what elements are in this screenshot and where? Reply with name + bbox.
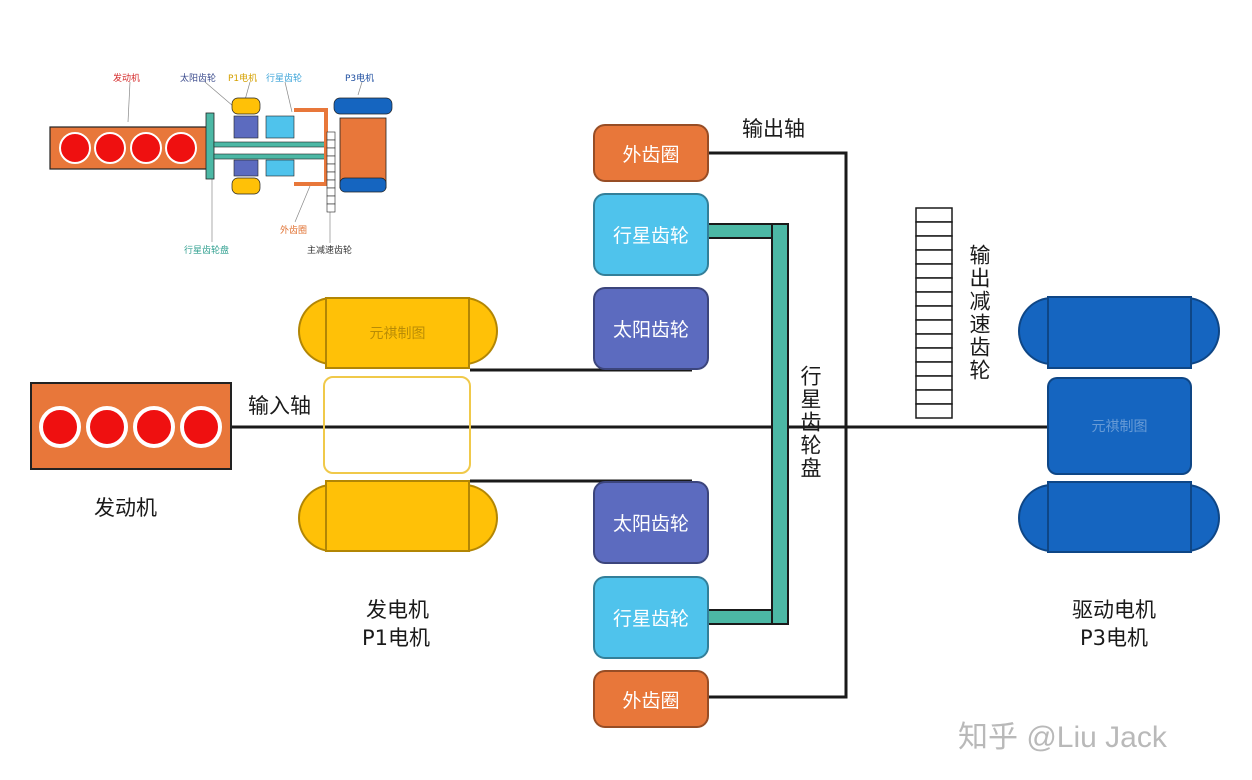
inset-label-main-reducer: 主减速齿轮 xyxy=(307,246,353,256)
watermark-text-motor: 元祺制图 xyxy=(1091,419,1148,435)
planet-gear-bottom-label: 行星齿轮 xyxy=(612,608,689,630)
output-shaft-label: 输出轴 xyxy=(742,117,805,141)
sun-gear-bottom-icon: 太阳齿轮 xyxy=(593,481,709,564)
reduction-gear-icon xyxy=(915,207,953,419)
input-shaft-label: 输入轴 xyxy=(248,394,311,418)
sun-gear-top-icon: 太阳齿轮 xyxy=(593,287,709,370)
watermark-text: 元祺制图 xyxy=(369,326,426,342)
inset-label-ring-gear: 外齿圈 xyxy=(280,226,308,236)
inset-drawing xyxy=(49,81,393,243)
inset-label-p3-motor: P3电机 xyxy=(345,74,375,84)
sun-gear-bottom-label: 太阳齿轮 xyxy=(612,513,689,535)
engine-icon xyxy=(30,382,232,470)
ring-gear-bottom-icon: 外齿圈 xyxy=(593,670,709,728)
attribution-watermark: 知乎 @Liu Jack xyxy=(958,721,1167,754)
planet-carrier-label: 行星齿轮盘 xyxy=(798,365,822,480)
planet-gear-bottom-icon: 行星齿轮 xyxy=(593,576,709,659)
inset-p3-motor-icon xyxy=(333,97,393,115)
output-shaft-frame xyxy=(708,151,848,699)
generator-label: 发电机 xyxy=(366,598,429,622)
ring-gear-top-label: 外齿圈 xyxy=(622,143,680,166)
inset-label-planet-gear: 行星齿轮 xyxy=(266,74,303,84)
drive-motor-label: 驱动电机 xyxy=(1072,598,1156,622)
planet-carrier-icon xyxy=(705,223,789,625)
engine-label: 发动机 xyxy=(94,496,157,520)
inset-label-sun-gear: 太阳齿轮 xyxy=(180,74,217,84)
p3-motor-label: P3电机 xyxy=(1080,626,1149,650)
cylinder-icon xyxy=(39,406,222,448)
planet-gear-top-label: 行星齿轮 xyxy=(612,225,689,247)
inset-label-engine: 发动机 xyxy=(113,74,141,84)
reduction-gear-label: 输出减速齿轮 xyxy=(967,244,991,382)
planet-gear-top-icon: 行星齿轮 xyxy=(593,193,709,276)
inset-label-p1-motor: P1电机 xyxy=(228,74,258,84)
ring-gear-bottom-label: 外齿圈 xyxy=(622,689,680,712)
inset-label-carrier: 行星齿轮盘 xyxy=(184,246,230,256)
sun-gear-top-label: 太阳齿轮 xyxy=(612,319,689,341)
p1-motor-label: P1电机 xyxy=(362,626,431,650)
ring-gear-top-icon: 外齿圈 xyxy=(593,124,709,182)
